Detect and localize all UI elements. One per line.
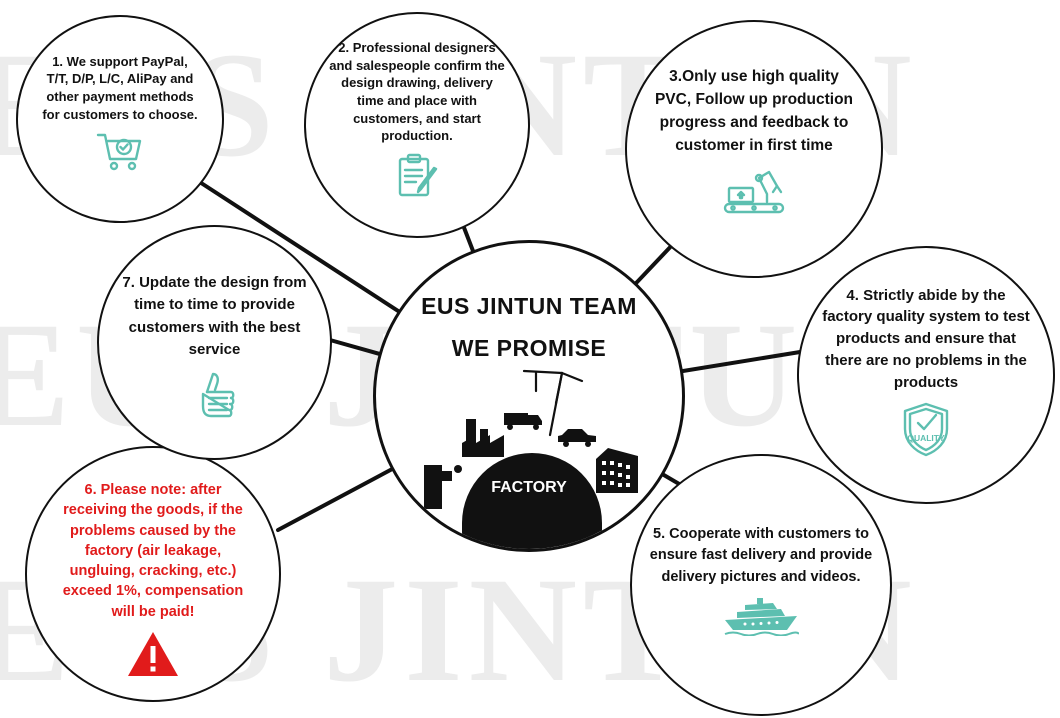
warning-icon <box>128 632 178 677</box>
promise-text-delivery: 5. Cooperate with customers to ensure fa… <box>649 526 873 585</box>
quality-badge-text: QUALITY <box>907 433 945 443</box>
center-subtitle: WE PROMISE <box>451 335 607 361</box>
promise-node-quality-material: 3.Only use high quality PVC, Follow up p… <box>625 20 883 278</box>
promise-text-compensation: 6. Please note: after receiving the good… <box>62 481 244 620</box>
promise-text-quality-material: 3.Only use high quality PVC, Follow up p… <box>654 67 854 155</box>
promise-text-payment: 1. We support PayPal, T/T, D/P, L/C, Ali… <box>42 53 198 122</box>
promise-node-design-updates: 7. Update the design from time to time t… <box>97 225 332 460</box>
robot-arm-icon <box>723 170 785 213</box>
promise-text-quality-testing: 4. Strictly abide by the factory quality… <box>822 286 1030 391</box>
promise-node-quality-testing: 4. Strictly abide by the factory quality… <box>797 246 1055 504</box>
thumbs-up-icon <box>201 372 234 417</box>
promise-node-design-confirmation: 2. Professional designers and salespeopl… <box>304 12 530 238</box>
promise-node-payment: 1. We support PayPal, T/T, D/P, L/C, Ali… <box>16 15 224 223</box>
quality-shield-icon: QUALITY <box>903 403 949 457</box>
promise-node-delivery: 5. Cooperate with customers to ensure fa… <box>630 454 892 716</box>
center-hub: EUS JINTUN TEAM WE PROMISE <box>373 240 685 552</box>
ship-icon <box>724 597 799 636</box>
promise-node-compensation: 6. Please note: after receiving the good… <box>25 446 281 702</box>
shopping-cart-icon <box>96 133 142 171</box>
promise-text-design-updates: 7. Update the design from time to time t… <box>122 273 307 359</box>
factory-scene-icon <box>424 369 638 549</box>
clipboard-icon <box>398 153 438 196</box>
factory-label: FACTORY <box>491 479 567 496</box>
center-title: EUS JINTUN TEAM <box>421 293 637 319</box>
promise-text-design-confirmation: 2. Professional designers and salespeopl… <box>329 40 505 144</box>
